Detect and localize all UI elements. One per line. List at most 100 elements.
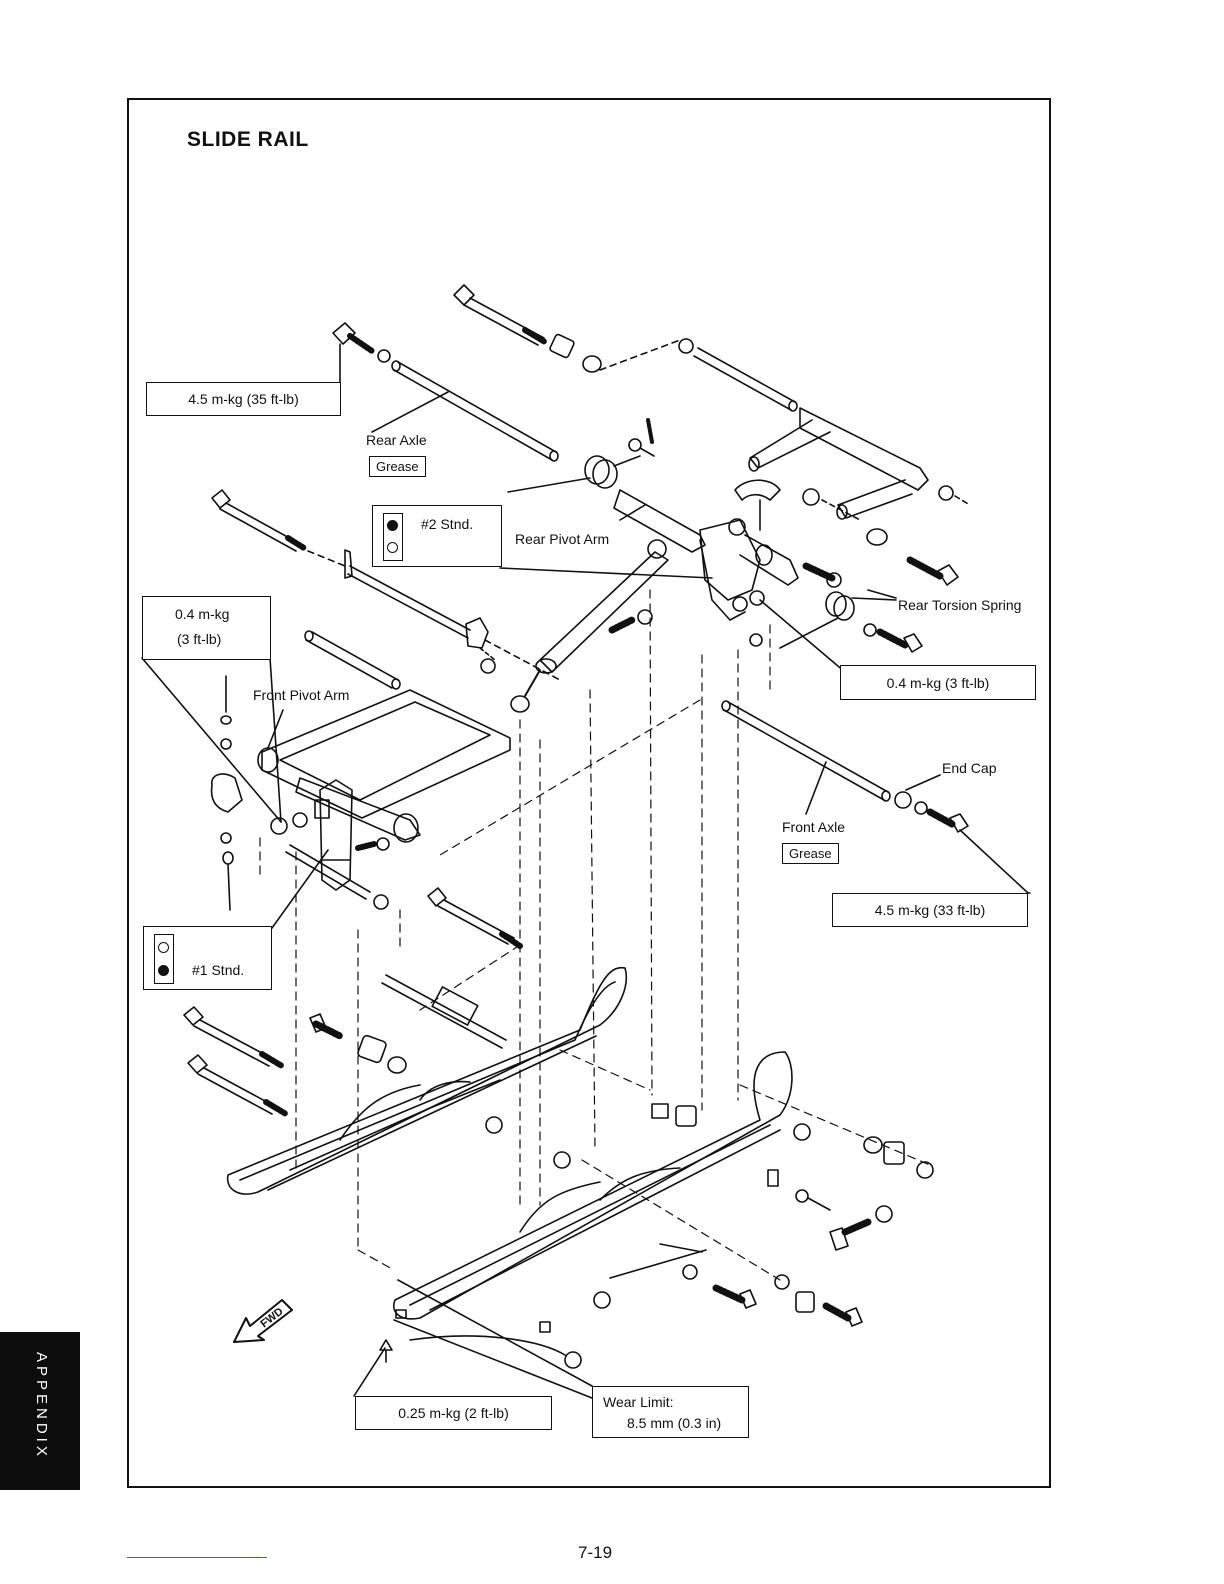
rear-pivot-arm-label: Rear Pivot Arm <box>515 531 609 547</box>
end-cap-icon <box>895 792 911 808</box>
rear-arm-collar-icon <box>867 529 887 545</box>
rail-nut-1-icon <box>486 1117 502 1133</box>
appendix-side-tab: APPENDIX <box>0 1332 80 1490</box>
torque-box-slider-screw: 0.25 m-kg (2 ft-lb) <box>355 1396 552 1430</box>
alignment-lines <box>260 590 930 1280</box>
front-pivot-arm-label: Front Pivot Arm <box>253 687 349 703</box>
front-stopper-icon <box>212 774 242 812</box>
rail-bolt-icon <box>830 1222 868 1250</box>
empty-dot-icon <box>387 542 398 553</box>
front-axle-grease-box: Grease <box>782 843 839 864</box>
front-shaft-nut-icon <box>481 659 495 673</box>
page-title: SLIDE RAIL <box>187 128 309 152</box>
slider-screw-icon <box>380 1340 392 1362</box>
rear-pivot-arm-icon <box>614 490 798 620</box>
standard-1-box: #1 Stnd. <box>143 926 272 990</box>
rear-collar-icon <box>583 356 601 372</box>
rear-axle-grease-box: Grease <box>369 456 426 477</box>
torque-box-rear-pivot: 0.4 m-kg (3 ft-lb) <box>840 665 1036 700</box>
standard-2-box: #2 Stnd. <box>372 505 502 567</box>
wear-limit-value: 8.5 mm (0.3 in) <box>627 1415 721 1431</box>
wear-limit-box: Wear Limit: 8.5 mm (0.3 in) <box>592 1386 749 1438</box>
front-axle-washer-icon <box>915 802 927 814</box>
lower-bolt-3-icon <box>188 1055 286 1114</box>
lower-bolt-1-icon <box>428 888 520 946</box>
torque-box-front-axle: 4.5 m-kg (33 ft-lb) <box>832 893 1028 927</box>
torque-box-front-pivot: 0.4 m-kg (3 ft-lb) <box>142 596 271 660</box>
upper-shaft-bolt-icon <box>454 285 545 345</box>
lower-hardware-icons <box>380 1104 933 1368</box>
rear-pivot-washer-2-icon <box>750 591 764 605</box>
front-axle-bolt-icon <box>930 812 968 832</box>
rear-pivot-lower-nut-icon <box>750 634 762 646</box>
rear-pivot-short-bolt-icon <box>612 610 652 630</box>
rail-nut-3-icon <box>594 1292 610 1308</box>
empty-dot-icon <box>158 942 169 953</box>
torque-front-pivot-line1: 0.4 m-kg <box>175 606 229 622</box>
filled-dot-icon <box>387 520 398 531</box>
rear-pivot-washer-icon <box>733 597 747 611</box>
fwd-label: FWD <box>258 1305 285 1330</box>
front-pivot-washer-icon <box>293 813 307 827</box>
rear-axle-label: Rear Axle <box>366 432 427 448</box>
center-bracket-icon <box>357 1035 387 1064</box>
rear-torsion-spring-label: Rear Torsion Spring <box>898 597 1021 613</box>
rail-collar-icon <box>864 1137 882 1153</box>
standard-2-text: #2 Stnd. <box>421 516 473 532</box>
bottom-rule <box>127 1557 267 1558</box>
rear-arm-nut-icon <box>803 489 819 505</box>
front-pivot-tube-icon <box>305 631 400 689</box>
rail-nut-4-icon <box>565 1352 581 1368</box>
front-axle-icon <box>722 701 890 801</box>
rear-spring-bolt-icon <box>864 624 922 652</box>
front-stopper-upper-rivet-icon <box>221 676 231 749</box>
front-pivot-bolt-icon <box>286 845 388 909</box>
slider-clip-icon <box>540 1322 550 1332</box>
rear-pivot-spring-icon <box>508 456 640 492</box>
rear-arm-icon <box>749 408 928 519</box>
rear-torsion-spring-icon <box>780 592 896 648</box>
rail-nut-5-icon <box>794 1124 810 1140</box>
rail-nut-7-icon <box>876 1206 892 1222</box>
front-stopper-lower-rivet-icon <box>221 833 233 910</box>
rail-block-icon <box>676 1106 696 1126</box>
torque-rear-axle-text: 4.5 m-kg (35 ft-lb) <box>188 391 298 407</box>
torque-front-pivot-line2: (3 ft-lb) <box>177 631 221 647</box>
torque-slider-screw-text: 0.25 m-kg (2 ft-lb) <box>398 1405 508 1421</box>
torque-rear-pivot-text: 0.4 m-kg (3 ft-lb) <box>887 675 990 691</box>
front-axle-label: Front Axle <box>782 819 845 835</box>
standard-2-marker <box>383 513 403 561</box>
center-collar-icon <box>388 1057 406 1073</box>
rail-lower-bolt-2-icon <box>775 1275 862 1326</box>
front-upper-shaft-bolt-icon <box>212 490 304 551</box>
center-shaft-icon <box>382 975 506 1048</box>
rear-axle-bolt-icon <box>333 323 372 351</box>
shock-absorber-icon <box>511 552 668 712</box>
rear-pivot-stopper-icon <box>735 480 780 500</box>
rear-axle-washer-icon <box>378 350 390 362</box>
rail-clip-icon <box>652 1104 668 1118</box>
rail-pin-icon <box>768 1170 778 1186</box>
rail-spring-rod-icon <box>610 1244 706 1278</box>
standard-1-text: #1 Stnd. <box>192 962 244 978</box>
standard-1-marker <box>154 934 174 984</box>
torque-box-rear-axle: 4.5 m-kg (35 ft-lb) <box>146 382 341 416</box>
wear-limit-title: Wear Limit: <box>603 1394 674 1410</box>
rail-nut-2-icon <box>554 1152 570 1168</box>
lower-bolt-2-icon <box>184 1007 282 1066</box>
rear-washer-icon <box>679 339 693 353</box>
torque-front-axle-text: 4.5 m-kg (33 ft-lb) <box>875 902 985 918</box>
rail-lower-bolt-icon <box>683 1265 756 1308</box>
rail-rivet-icon <box>796 1190 830 1210</box>
upper-shaft-icon <box>694 348 797 411</box>
page-number: 7-19 <box>578 1543 612 1563</box>
rear-arm-washer-icon <box>939 486 953 500</box>
center-short-bolt-icon <box>310 1014 340 1036</box>
filled-dot-icon <box>158 965 169 976</box>
rear-bracket-icon <box>549 334 575 359</box>
left-slide-rail-icon <box>228 968 627 1194</box>
rear-arm-bolt-icon <box>910 560 958 585</box>
front-pivot-side-bolt-icon <box>358 838 389 850</box>
end-cap-label: End Cap <box>942 760 996 776</box>
